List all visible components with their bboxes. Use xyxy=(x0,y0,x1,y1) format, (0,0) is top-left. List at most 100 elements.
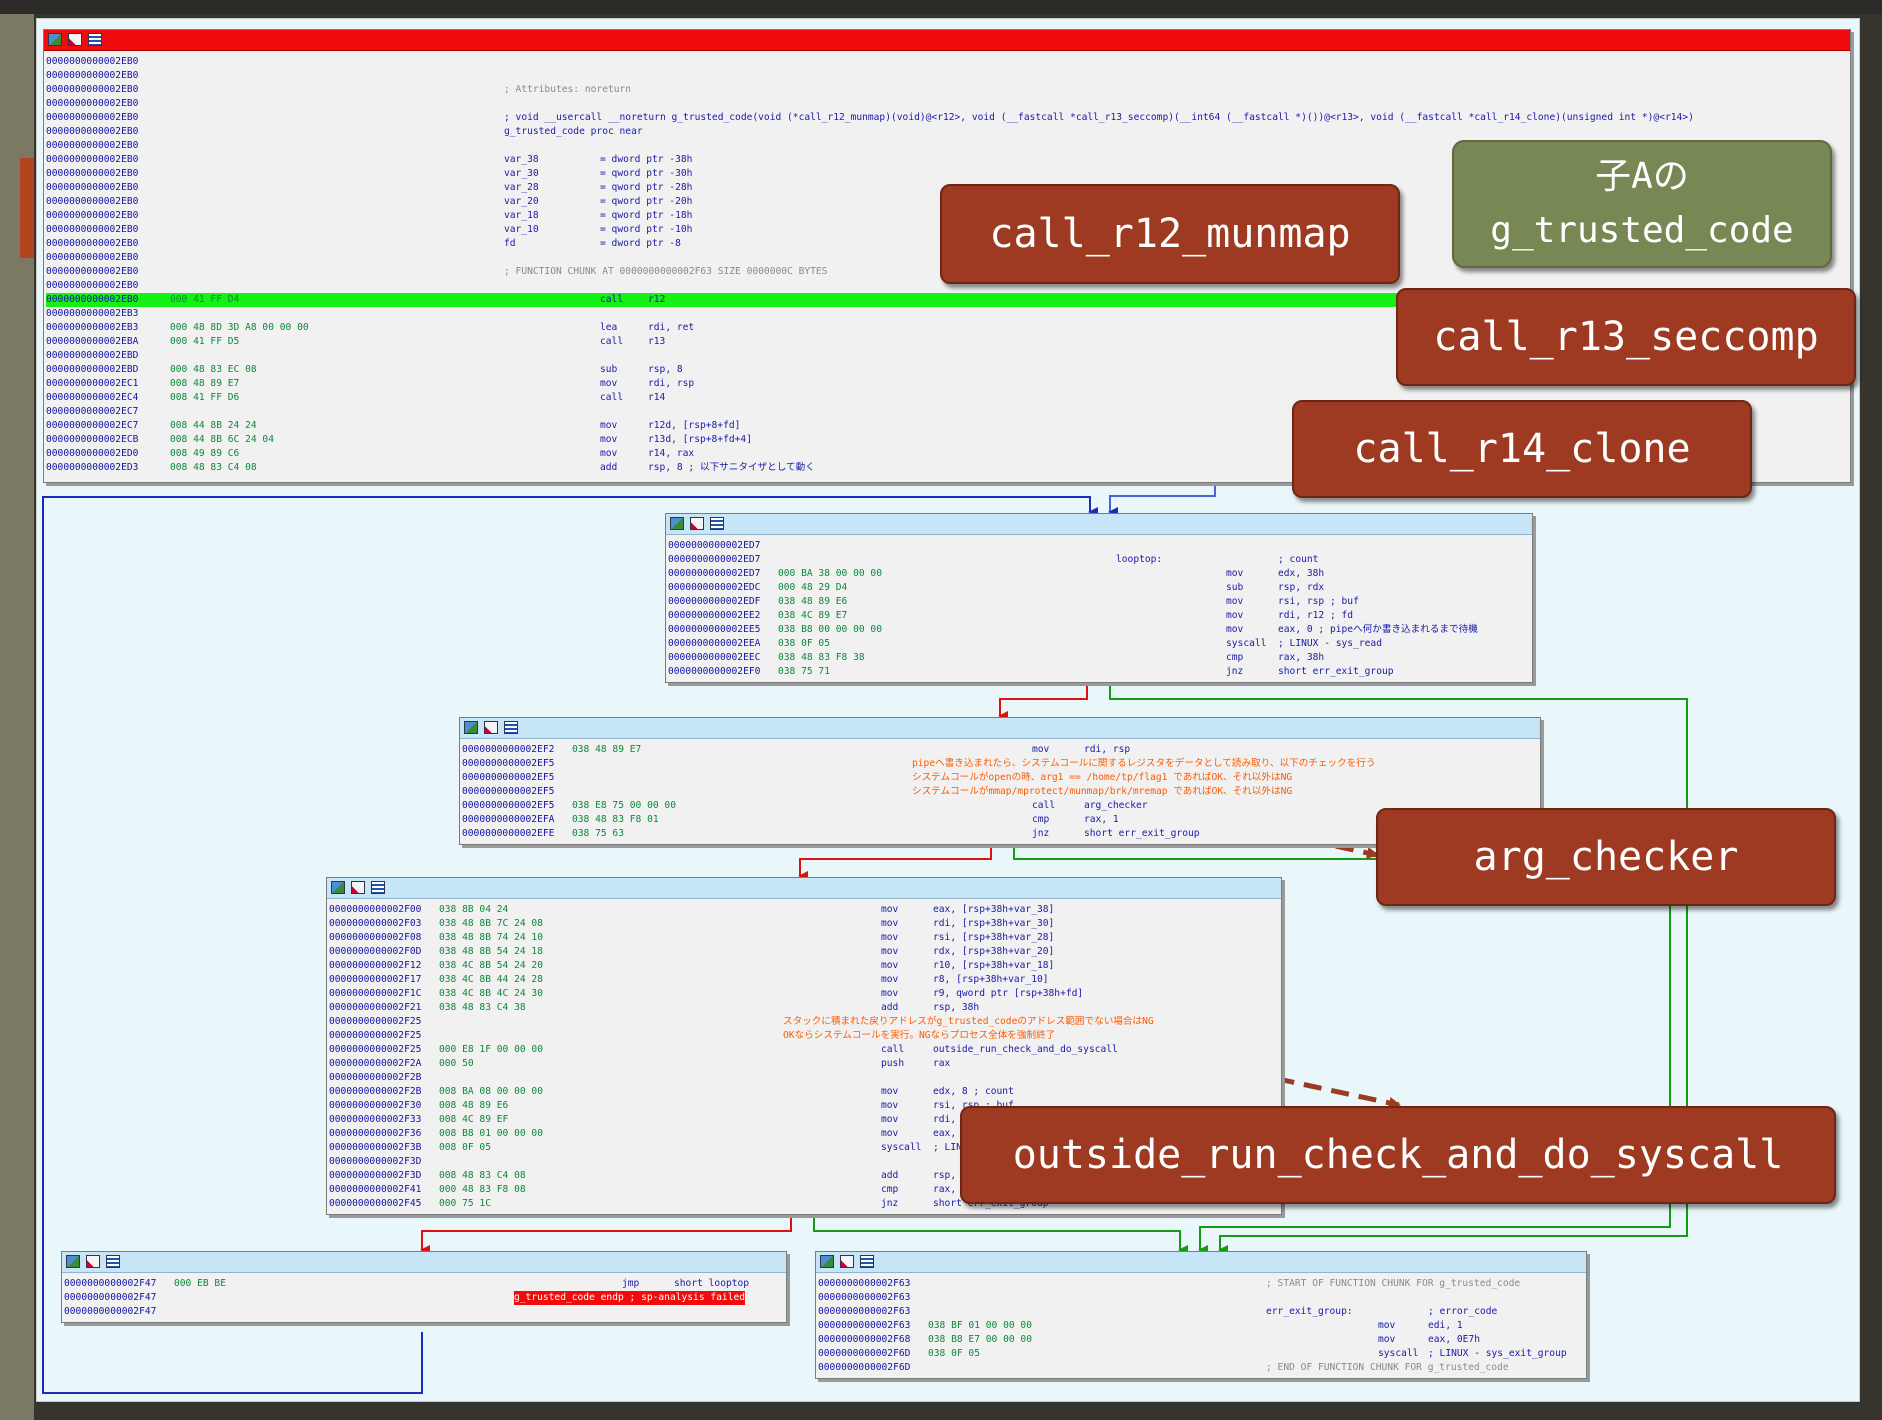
text-view-icon[interactable] xyxy=(710,517,724,530)
graph-overview-icon[interactable] xyxy=(670,517,684,530)
disasm-line[interactable]: 0000000000002EB0 xyxy=(44,251,1850,265)
edit-icon[interactable] xyxy=(68,33,82,46)
disasm-line[interactable]: 0000000000002F63; START OF FUNCTION CHUN… xyxy=(816,1277,1586,1291)
edit-icon[interactable] xyxy=(690,517,704,530)
disasm-line[interactable]: 0000000000002F3D xyxy=(327,1155,1281,1169)
text-view-icon[interactable] xyxy=(88,33,102,46)
disasm-line[interactable]: 0000000000002F6D; END OF FUNCTION CHUNK … xyxy=(816,1361,1586,1375)
text-view-icon[interactable] xyxy=(504,721,518,734)
disasm-line[interactable]: 0000000000002EB0; Attributes: noreturn xyxy=(44,83,1850,97)
disasm-line[interactable]: 0000000000002EB0; FUNCTION CHUNK AT 0000… xyxy=(44,265,1850,279)
node-err-exit-group[interactable]: 0000000000002F63; START OF FUNCTION CHUN… xyxy=(815,1251,1587,1379)
disasm-line[interactable]: 0000000000002EB0 xyxy=(44,69,1850,83)
text-view-icon[interactable] xyxy=(860,1255,874,1268)
disasm-line[interactable]: 0000000000002EB3 xyxy=(44,307,1850,321)
disasm-line[interactable]: 0000000000002F47 xyxy=(62,1305,786,1319)
graph-overview-icon[interactable] xyxy=(66,1255,80,1268)
edit-icon[interactable] xyxy=(351,881,365,894)
graph-overview-icon[interactable] xyxy=(48,33,62,46)
text-view-icon[interactable] xyxy=(371,881,385,894)
disasm-line[interactable]: 0000000000002EB0; void __usercall __nore… xyxy=(44,111,1850,125)
graph-overview-icon[interactable] xyxy=(464,721,478,734)
disasm-line[interactable]: 0000000000002EC7 xyxy=(44,405,1850,419)
edit-icon[interactable] xyxy=(840,1255,854,1268)
graph-overview-icon[interactable] xyxy=(820,1255,834,1268)
disasm-line[interactable]: 0000000000002EB0 xyxy=(44,279,1850,293)
edit-icon[interactable] xyxy=(484,721,498,734)
disasm-line[interactable]: 0000000000002F63 xyxy=(816,1291,1586,1305)
disasm-line[interactable]: 0000000000002ED7 xyxy=(666,539,1532,553)
operands: edi, 1 xyxy=(1428,1320,1463,1331)
edit-icon[interactable] xyxy=(86,1255,100,1268)
text-view-icon[interactable] xyxy=(106,1255,120,1268)
disasm-line[interactable]: 0000000000002F2B xyxy=(327,1071,1281,1085)
disasm-line[interactable]: 0000000000002EB0 xyxy=(44,97,1850,111)
disasm-line[interactable]: 0000000000002EBD xyxy=(44,349,1850,363)
disasm-line[interactable]: 0000000000002EB0 xyxy=(44,139,1850,153)
disasm-line[interactable]: 0000000000002EB0 xyxy=(44,55,1850,69)
graph-overview-icon[interactable] xyxy=(331,881,345,894)
